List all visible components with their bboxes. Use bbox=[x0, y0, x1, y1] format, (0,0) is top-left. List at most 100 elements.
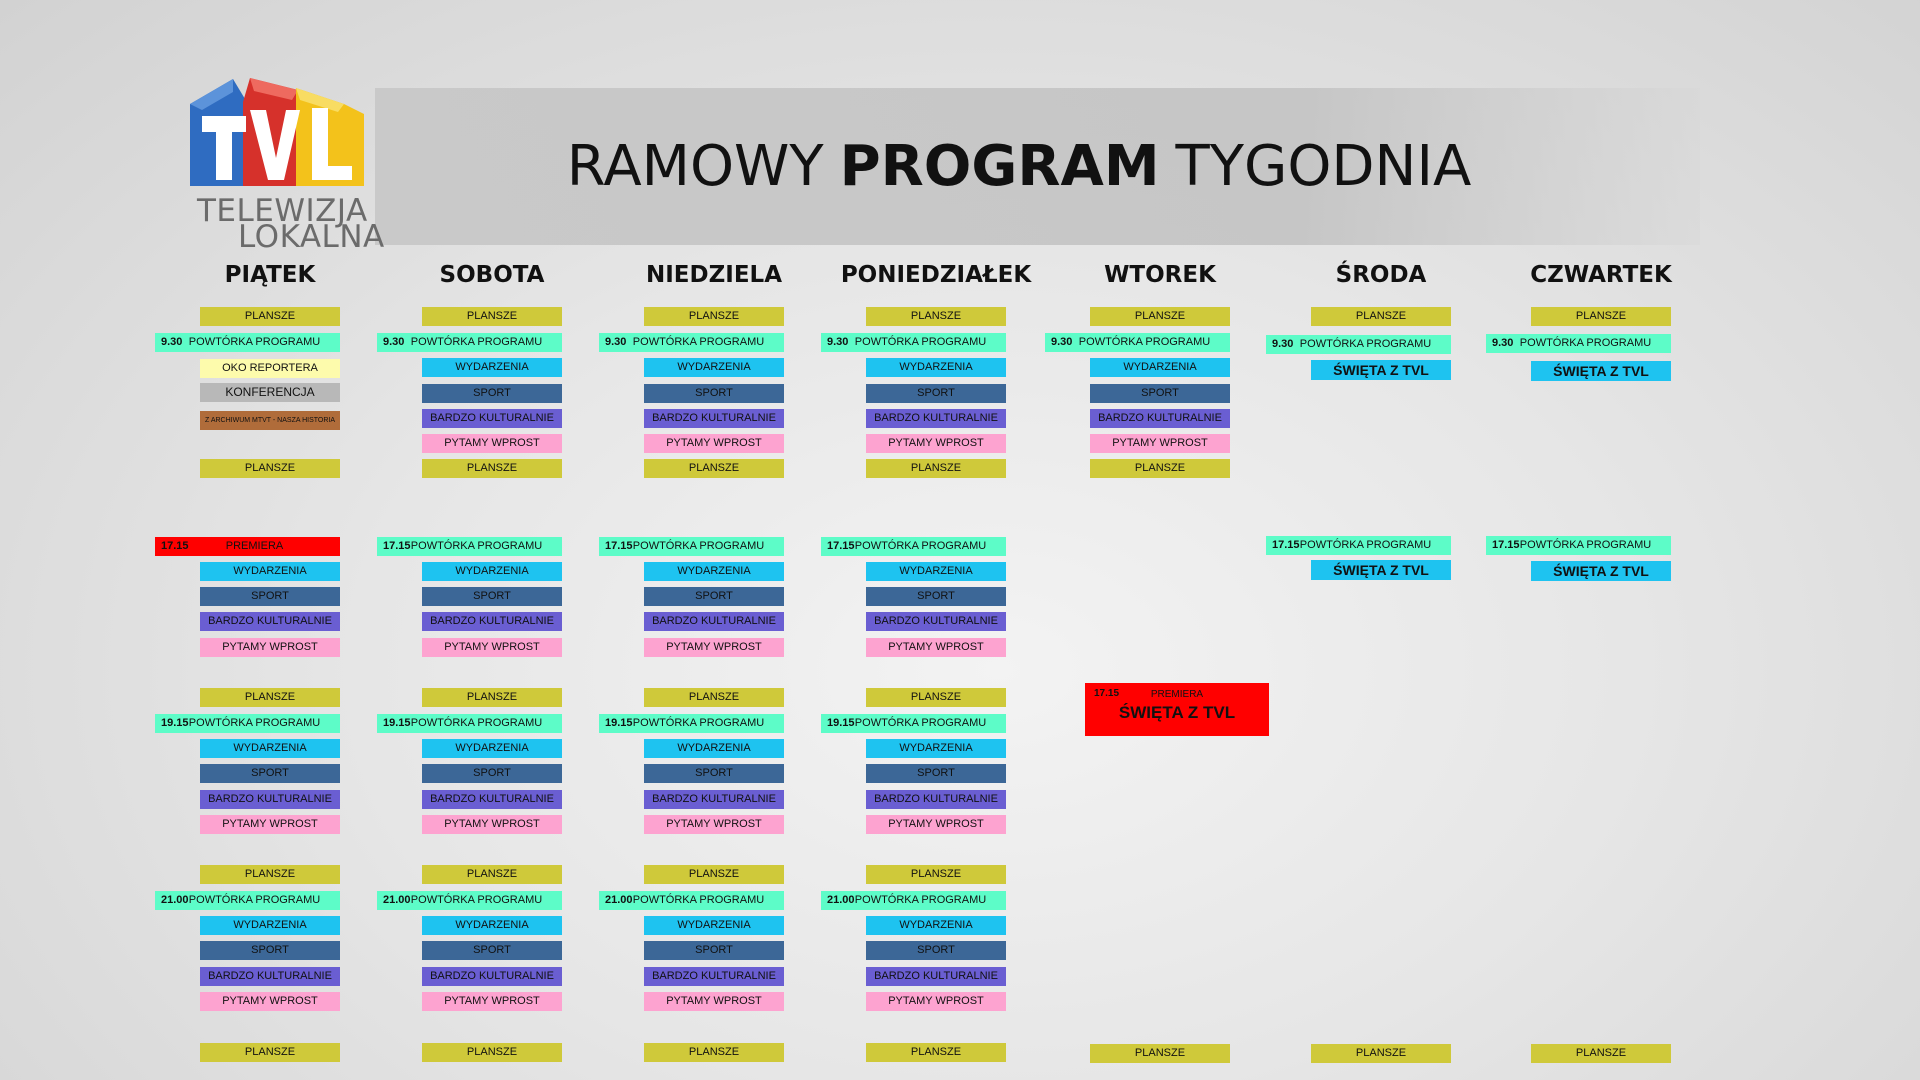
block-label: BARDZO KULTURALNIE bbox=[652, 793, 776, 805]
time-label: 21.00 bbox=[161, 894, 189, 906]
pytamy-block: PYTAMY WPROST bbox=[422, 815, 562, 834]
bardzo-block: BARDZO KULTURALNIE bbox=[866, 612, 1006, 631]
wydarzenia-block: WYDARZENIA bbox=[422, 739, 562, 758]
day-header: PIĄTEK bbox=[224, 262, 316, 288]
block-label: PYTAMY WPROST bbox=[888, 818, 984, 830]
day-header: PONIEDZIAŁEK bbox=[840, 262, 1032, 288]
plansze-block: PLANSZE bbox=[1090, 459, 1230, 478]
block-label: SPORT bbox=[251, 767, 289, 779]
sport-block: SPORT bbox=[422, 941, 562, 960]
plansze-block: PLANSZE bbox=[200, 688, 340, 707]
block-label: BARDZO KULTURALNIE bbox=[1098, 412, 1222, 424]
time-label: 9.30 bbox=[827, 336, 849, 348]
bardzo-block: BARDZO KULTURALNIE bbox=[422, 967, 562, 986]
block-label: PLANSZE bbox=[688, 1046, 740, 1058]
wydarzenia-block: WYDARZENIA bbox=[866, 562, 1006, 581]
wydarzenia-block: WYDARZENIA bbox=[866, 739, 1006, 758]
block-label: POWTÓRKA PROGRAMU bbox=[1519, 539, 1652, 551]
block-label: PLANSZE bbox=[910, 310, 962, 322]
block-label: PLANSZE bbox=[1575, 310, 1627, 322]
logo-line-lokalna: LOKALNA bbox=[238, 219, 385, 255]
bardzo-block: BARDZO KULTURALNIE bbox=[866, 967, 1006, 986]
block-label: POWTÓRKA PROGRAMU bbox=[1519, 337, 1652, 349]
time-label: 9.30 bbox=[1492, 337, 1514, 349]
plansze-block: PLANSZE bbox=[644, 459, 784, 478]
time-label: 19.15 bbox=[161, 717, 189, 729]
time-label: 19.15 bbox=[827, 717, 855, 729]
pytamy-block: PYTAMY WPROST bbox=[200, 992, 340, 1011]
bardzo-block: BARDZO KULTURALNIE bbox=[200, 790, 340, 809]
block-label: SPORT bbox=[917, 944, 955, 956]
block-label: SPORT bbox=[1141, 387, 1179, 399]
block-label: POWTÓRKA PROGRAMU bbox=[188, 894, 321, 906]
block-label: BARDZO KULTURALNIE bbox=[208, 793, 332, 805]
block-label: PLANSZE bbox=[910, 691, 962, 703]
block-label: KONFERENCJA bbox=[225, 385, 315, 399]
block-label: PYTAMY WPROST bbox=[444, 818, 540, 830]
bardzo-block: BARDZO KULTURALNIE bbox=[866, 790, 1006, 809]
title-program: PROGRAM bbox=[839, 134, 1160, 199]
sport-block: SPORT bbox=[422, 384, 562, 403]
time-label: 9.30 bbox=[605, 336, 627, 348]
block-label: PYTAMY WPROST bbox=[444, 995, 540, 1007]
time-label: 17.15 bbox=[161, 540, 189, 552]
konferencja-block: KONFERENCJA bbox=[200, 383, 340, 402]
block-label: PLANSZE bbox=[466, 1046, 518, 1058]
archiwum-block: Z ARCHIWUM MTVT - NASZA HISTORIA bbox=[200, 411, 340, 430]
block-label: POWTÓRKA PROGRAMU bbox=[854, 717, 987, 729]
title-ramowy: RAMOWY bbox=[566, 134, 824, 199]
wydarzenia-block: WYDARZENIA bbox=[200, 916, 340, 935]
block-label: SPORT bbox=[473, 590, 511, 602]
block-label: POWTÓRKA PROGRAMU bbox=[410, 894, 543, 906]
time-label: 21.00 bbox=[605, 894, 633, 906]
block-label: PYTAMY WPROST bbox=[888, 437, 984, 449]
block-label: WYDARZENIA bbox=[455, 919, 529, 931]
pytamy-block: PYTAMY WPROST bbox=[422, 434, 562, 453]
plansze-block: PLANSZE bbox=[866, 307, 1006, 326]
block-label: PLANSZE bbox=[910, 462, 962, 474]
block-label: PLANSZE bbox=[910, 868, 962, 880]
wydarzenia-block: WYDARZENIA bbox=[866, 358, 1006, 377]
wydarzenia-block: WYDARZENIA bbox=[422, 916, 562, 935]
bardzo-block: BARDZO KULTURALNIE bbox=[644, 612, 784, 631]
plansze-block: PLANSZE bbox=[422, 688, 562, 707]
plansze-block: PLANSZE bbox=[200, 459, 340, 478]
block-label: SPORT bbox=[473, 767, 511, 779]
plansze-block: PLANSZE bbox=[1090, 307, 1230, 326]
bardzo-block: BARDZO KULTURALNIE bbox=[644, 409, 784, 428]
block-label: PYTAMY WPROST bbox=[888, 641, 984, 653]
time-label: 9.30 bbox=[1272, 338, 1294, 350]
block-label: POWTÓRKA PROGRAMU bbox=[854, 336, 987, 348]
sport-block: SPORT bbox=[644, 587, 784, 606]
block-label: PLANSZE bbox=[466, 310, 518, 322]
wydarzenia-block: WYDARZENIA bbox=[866, 916, 1006, 935]
block-label: PLANSZE bbox=[688, 310, 740, 322]
block-label: BARDZO KULTURALNIE bbox=[874, 793, 998, 805]
block-label: SPORT bbox=[695, 944, 733, 956]
bardzo-block: BARDZO KULTURALNIE bbox=[422, 612, 562, 631]
logo-line-telewizja: TELEWIZJA bbox=[197, 193, 368, 229]
header-band bbox=[375, 88, 1700, 245]
pytamy-block: PYTAMY WPROST bbox=[200, 638, 340, 657]
plansze-block: PLANSZE bbox=[866, 865, 1006, 884]
sport-block: SPORT bbox=[644, 384, 784, 403]
block-label: BARDZO KULTURALNIE bbox=[208, 970, 332, 982]
wydarzenia-block: WYDARZENIA bbox=[644, 739, 784, 758]
block-label: ŚWIĘTA Z TVL bbox=[1553, 563, 1649, 579]
sport-block: SPORT bbox=[644, 764, 784, 783]
oko-block: OKO REPORTERA bbox=[200, 359, 340, 378]
block-label: PLANSZE bbox=[244, 1046, 296, 1058]
pytamy-block: PYTAMY WPROST bbox=[422, 638, 562, 657]
plansze-block: PLANSZE bbox=[1531, 307, 1671, 326]
swieta-label: ŚWIĘTA Z TVL bbox=[1118, 703, 1236, 722]
